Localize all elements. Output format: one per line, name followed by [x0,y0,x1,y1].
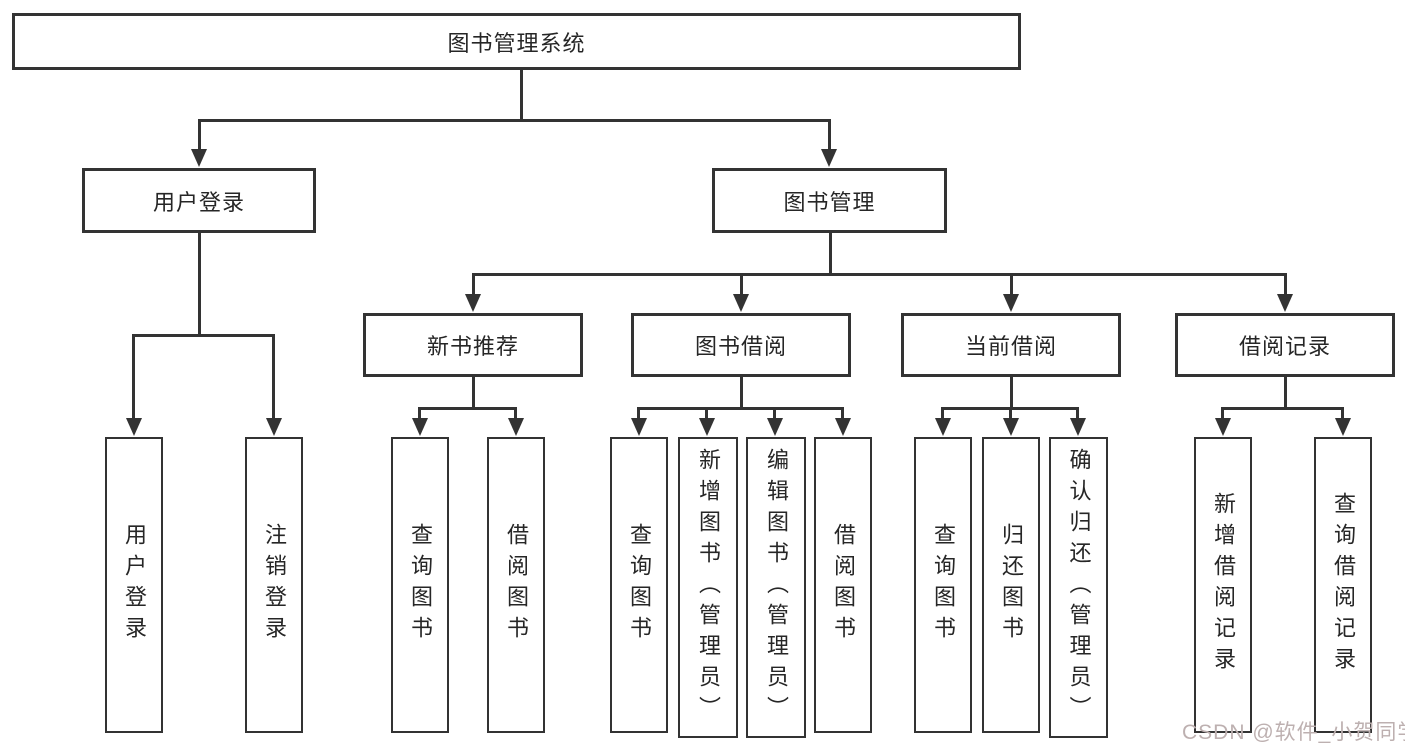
node-label: 查询图书 [627,523,652,647]
connector-line [198,232,201,336]
connector-line [472,273,475,297]
connector-line [1341,407,1344,421]
arrow-down-icon [699,418,715,436]
node-label: 图书管理 [783,189,876,215]
connector-line [1009,407,1012,421]
node-user-login-leaf: 用户登录 [105,437,163,733]
node-query-borrow-record: 查询借阅记录 [1314,437,1372,733]
arrow-down-icon [733,294,749,312]
arrow-down-icon [508,418,524,436]
arrow-down-icon [767,418,783,436]
arrow-down-icon [631,418,647,436]
node-borrow-books-recommend: 借阅图书 [487,437,545,733]
arrow-down-icon [1003,418,1019,436]
node-label: 用户登录 [122,523,147,647]
node-query-books-recommend: 查询图书 [391,437,449,733]
node-book-borrowing: 图书借阅 [631,313,851,377]
connector-line [828,119,831,151]
node-label: 借阅记录 [1238,334,1331,359]
arrow-down-icon [412,418,428,436]
connector-line [740,376,743,409]
arrow-down-icon [821,149,837,167]
connector-line [705,407,708,421]
connector-line [773,407,776,421]
node-borrowing-records: 借阅记录 [1175,313,1395,377]
connector-line [637,407,640,421]
node-borrow-books: 借阅图书 [814,437,872,733]
node-label: 编辑图书（管理员） [764,448,789,727]
node-label: 新增图书（管理员） [696,448,721,727]
connector-line [272,334,275,421]
connector-line [418,407,421,421]
connector-line [1222,407,1344,410]
arrow-down-icon [835,418,851,436]
arrow-down-icon [266,418,282,436]
connector-line [740,273,743,297]
connector-line [1284,273,1287,297]
node-label: 注销登录 [262,523,287,647]
arrow-down-icon [1277,294,1293,312]
connector-line [472,273,1287,276]
node-return-books: 归还图书 [982,437,1040,733]
node-label: 确认归还（管理员） [1066,448,1092,727]
arrow-down-icon [935,418,951,436]
connector-line [1010,273,1013,297]
csdn-watermark: CSDN @软件_小贺同学 [1182,721,1405,744]
node-query-books-current: 查询图书 [914,437,972,733]
connector-line [841,407,844,421]
node-edit-book-admin: 编辑图书（管理员） [746,437,806,738]
arrow-down-icon [1070,418,1086,436]
node-label: 新增借阅记录 [1211,492,1236,678]
node-label: 当前借阅 [964,334,1057,359]
arrow-down-icon [191,149,207,167]
node-label: 查询图书 [931,523,956,647]
node-label: 图书借阅 [694,334,787,359]
connector-line [472,376,475,409]
node-add-book-admin: 新增图书（管理员） [678,437,738,738]
node-confirm-return-admin: 确认归还（管理员） [1049,437,1108,738]
node-label: 借阅图书 [831,523,856,647]
connector-line [132,334,135,421]
node-library-system: 图书管理系统 [12,13,1021,70]
connector-line [638,407,844,410]
connector-line [1076,407,1079,421]
node-label: 新书推荐 [426,334,519,359]
node-logout: 注销登录 [245,437,303,733]
arrow-down-icon [1215,418,1231,436]
arrow-down-icon [1335,418,1351,436]
node-add-borrow-record: 新增借阅记录 [1194,437,1252,733]
node-label: 查询借阅记录 [1331,492,1356,678]
connector-line [133,334,275,337]
connector-line [514,407,517,421]
node-label: 借阅图书 [504,523,529,647]
node-current-borrowing: 当前借阅 [901,313,1121,377]
node-query-books-borrowing: 查询图书 [610,437,668,733]
connector-line [419,407,517,410]
connector-line [198,119,831,122]
arrow-down-icon [1003,294,1019,312]
connector-line [1010,376,1013,409]
connector-line [829,232,832,276]
node-label: 查询图书 [408,523,433,647]
connector-line [520,69,523,122]
node-label: 归还图书 [999,523,1024,647]
node-book-management: 图书管理 [712,168,947,233]
arrow-down-icon [126,418,142,436]
node-user-login: 用户登录 [82,168,316,233]
connector-line [198,119,201,151]
connector-line [941,407,944,421]
connector-line [1221,407,1224,421]
node-new-book-recommend: 新书推荐 [363,313,583,377]
node-label: 图书管理系统 [447,30,586,56]
connector-line [1284,376,1287,409]
arrow-down-icon [465,294,481,312]
node-label: 用户登录 [152,189,245,215]
